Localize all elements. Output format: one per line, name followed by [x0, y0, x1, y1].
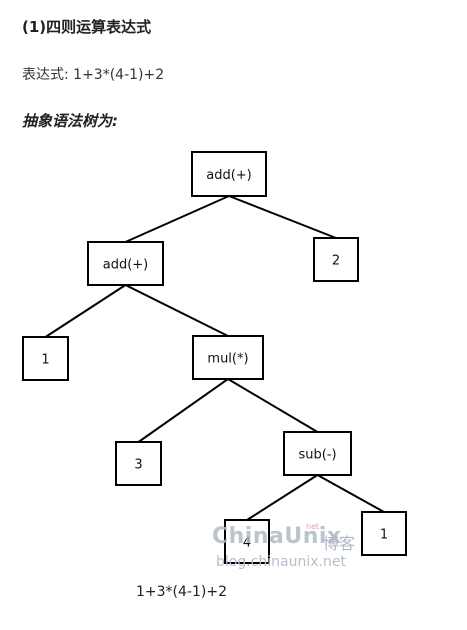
tree-node-label: 1: [380, 528, 388, 543]
tree-nodes: add(+) add(+) 2 1 mul(*) 3 sub(-) 4 1: [22, 151, 407, 564]
tree-node-box: [224, 519, 270, 564]
tree-node-label: add(+): [206, 168, 252, 183]
watermark-superscript: net: [306, 522, 320, 531]
tree-edge: [125, 195, 230, 243]
tree-node-label: 4: [243, 536, 251, 551]
tree-node: 4: [224, 519, 270, 564]
watermark-brand: ChinaUnix: [212, 524, 342, 549]
tree-node-box: [22, 336, 69, 381]
tree-node-box: [313, 237, 359, 282]
tree-node-box: [192, 335, 264, 380]
tree-node-label: 3: [134, 458, 142, 473]
tree-node-label: sub(-): [298, 448, 336, 463]
tree-node-box: [361, 511, 407, 556]
section-heading: (1)四则运算表达式: [22, 18, 152, 36]
tree-node-label: mul(*): [207, 352, 248, 367]
tree-edge: [228, 195, 337, 239]
tree-node-label: 2: [332, 254, 340, 269]
tree-node: 1: [22, 336, 69, 381]
watermark-chinese: 博客: [323, 534, 356, 553]
tree-node-box: [115, 441, 162, 486]
tree-node: sub(-): [283, 431, 352, 476]
tree-edge: [246, 474, 319, 521]
tree-edge: [125, 284, 229, 337]
tree-edge: [227, 378, 319, 433]
ast-label: 抽象语法树为:: [22, 112, 118, 130]
tree-edges: [44, 195, 385, 521]
tree-node-box: [283, 431, 352, 476]
expression-line: 表达式: 1+3*(4-1)+2: [22, 67, 165, 83]
tree-edge: [44, 284, 127, 338]
tree-node: 1: [361, 511, 407, 556]
tree-node: add(+): [191, 151, 267, 197]
tree-node: 3: [115, 441, 162, 486]
tree-edge: [137, 378, 229, 443]
tree-node: mul(*): [192, 335, 264, 380]
tree-node-label: 1: [41, 353, 49, 368]
expression-caption: 1+3*(4-1)+2: [136, 584, 227, 600]
tree-edge: [317, 474, 385, 513]
watermark-url: blog.chinaunix.net: [216, 554, 346, 570]
tree-node-box: [191, 151, 267, 197]
tree-node: add(+): [87, 241, 164, 286]
tree-node-label: add(+): [103, 258, 149, 273]
tree-node: 2: [313, 237, 359, 282]
tree-node-box: [87, 241, 164, 286]
